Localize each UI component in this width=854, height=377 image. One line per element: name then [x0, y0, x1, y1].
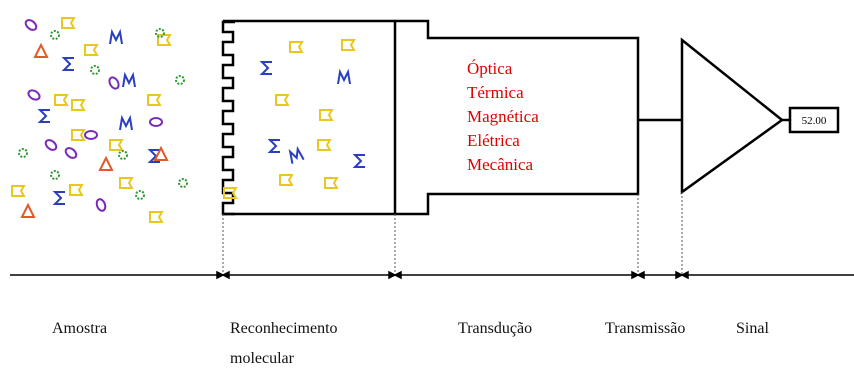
stage-label-signal: Sinal: [736, 320, 769, 337]
sample-molecules: [11, 17, 188, 223]
signal-display: [788, 106, 840, 134]
stage-label-transduction: Transdução: [458, 320, 533, 337]
transducer: [393, 19, 640, 216]
stage-dividers: [222, 192, 683, 275]
stage-axis: [10, 270, 854, 280]
transduction-type-termica: Térmica: [467, 83, 524, 102]
stage-label-recognition-line2: molecular: [230, 350, 294, 367]
recognition-receptor: [221, 19, 395, 216]
stage-label-recognition: Reconhecimento: [230, 320, 338, 337]
transduction-type-eletrica: Elétrica: [467, 131, 520, 150]
transduction-type-magnetica: Magnética: [467, 107, 539, 126]
bound-molecules: [223, 39, 366, 199]
stage-label-sample: Amostra: [52, 320, 108, 337]
transduction-types: Óptica Térmica Magnética Elétrica Mecâni…: [467, 59, 539, 174]
amplifier-triangle: [680, 37, 785, 195]
stage-label-transmission: Transmissão: [605, 320, 686, 337]
transduction-type-optica: Óptica: [467, 59, 513, 78]
transduction-type-mecanica: Mecânica: [467, 155, 534, 174]
signal-value: 52.00: [802, 115, 827, 127]
